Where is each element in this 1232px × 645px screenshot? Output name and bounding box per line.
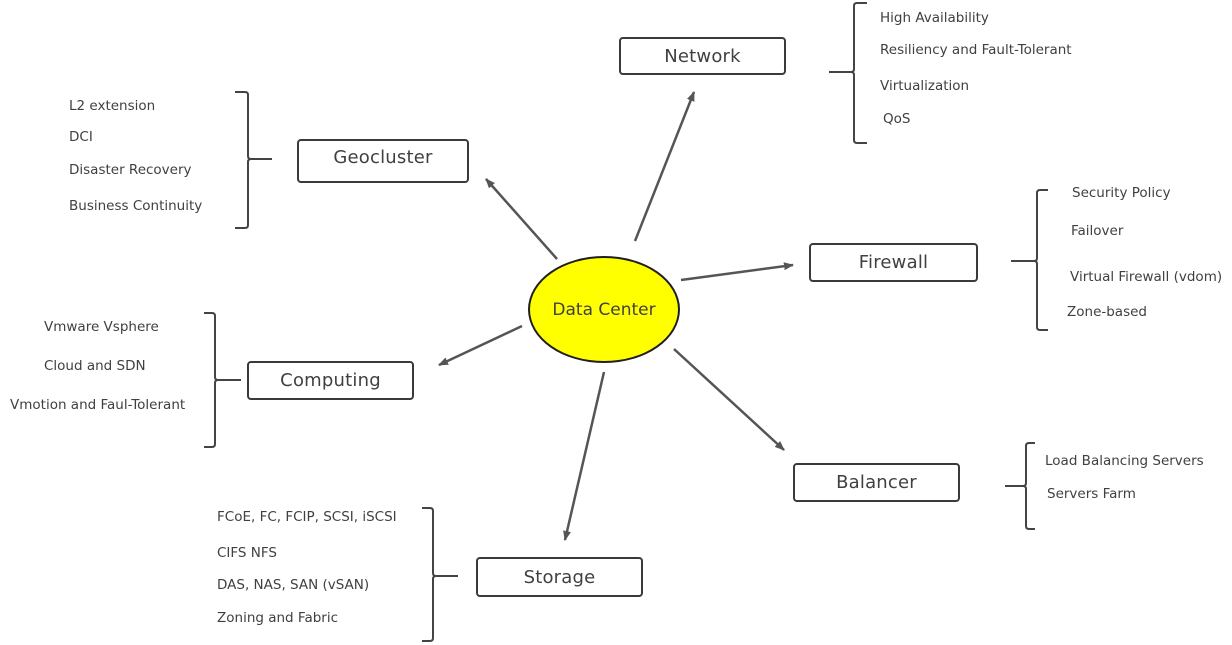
storage-item: DAS, NAS, SAN (vSAN) <box>217 577 370 593</box>
balancer-item: Load Balancing Servers <box>1045 453 1204 469</box>
storage-item: Zoning and Fabric <box>217 610 339 626</box>
firewall-item: Virtual Firewall (vdom) <box>1070 269 1223 285</box>
brace-geocluster <box>235 91 272 229</box>
geocluster-label: Geocluster <box>333 146 433 168</box>
geocluster-node: Geocluster <box>297 139 469 183</box>
data-center-node: Data Center <box>528 256 680 363</box>
network-item: QoS <box>883 111 911 127</box>
firewall-label: Firewall <box>858 252 929 273</box>
brace-network <box>829 1 867 144</box>
geocluster-item: L2 extension <box>69 98 156 114</box>
brace-balancer <box>1005 442 1035 530</box>
network-node: Network <box>619 37 786 75</box>
storage-item: FCoE, FC, FCIP, SCSI, iSCSI <box>217 509 397 525</box>
balancer-node: Balancer <box>793 463 960 502</box>
computing-item: Cloud and SDN <box>44 358 146 374</box>
computing-label: Computing <box>280 370 381 391</box>
firewall-item: Security Policy <box>1072 185 1171 201</box>
network-item: Virtualization <box>880 78 970 94</box>
brace-firewall <box>1011 189 1048 331</box>
computing-item: Vmware Vsphere <box>44 319 159 335</box>
network-item: High Availability <box>880 10 989 26</box>
firewall-node: Firewall <box>809 243 978 282</box>
storage-node: Storage <box>476 557 643 597</box>
firewall-item: Zone-based <box>1067 304 1147 320</box>
data-center-label: Data Center <box>552 299 656 320</box>
computing-node: Computing <box>247 361 414 400</box>
firewall-item: Failover <box>1071 223 1124 239</box>
arrow-to-balancer <box>673 348 785 451</box>
arrow-to-computing <box>438 324 523 367</box>
storage-item: CIFS NFS <box>217 545 277 561</box>
arrow-to-storage <box>563 371 606 541</box>
brace-computing <box>204 312 241 448</box>
arrow-to-firewall <box>680 262 794 282</box>
storage-label: Storage <box>523 566 596 588</box>
balancer-item: Servers Farm <box>1047 486 1136 502</box>
geocluster-item: DCI <box>69 129 93 145</box>
arrow-to-geocluster <box>485 178 558 260</box>
geocluster-item: Business Continuity <box>69 198 203 214</box>
arrow-to-network <box>633 91 696 242</box>
network-label: Network <box>664 45 741 67</box>
balancer-label: Balancer <box>836 472 917 493</box>
brace-storage <box>422 507 458 642</box>
geocluster-item: Disaster Recovery <box>69 162 192 178</box>
network-item: Resiliency and Fault-Tolerant <box>880 42 1072 58</box>
computing-item: Vmotion and Faul-Tolerant <box>10 397 186 413</box>
